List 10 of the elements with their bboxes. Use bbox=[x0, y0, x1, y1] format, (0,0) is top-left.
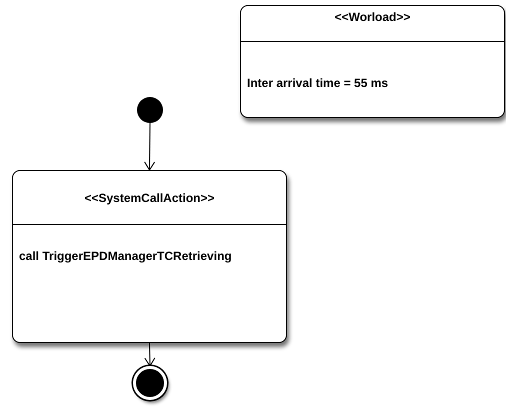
arrow bbox=[144, 122, 156, 170]
class-box bbox=[240, 5, 505, 118]
initial-node bbox=[137, 97, 163, 123]
body-text: call TriggerEPDManagerTCRetrieving bbox=[19, 249, 232, 263]
action-box bbox=[12, 170, 287, 343]
arrow bbox=[144, 342, 156, 366]
stereotype-label: <<Worload>> bbox=[334, 10, 410, 24]
body-text: Inter arrival time = 55 ms bbox=[247, 76, 388, 90]
stereotype-label: <<SystemCallAction>> bbox=[84, 190, 215, 204]
final-node bbox=[133, 366, 167, 400]
